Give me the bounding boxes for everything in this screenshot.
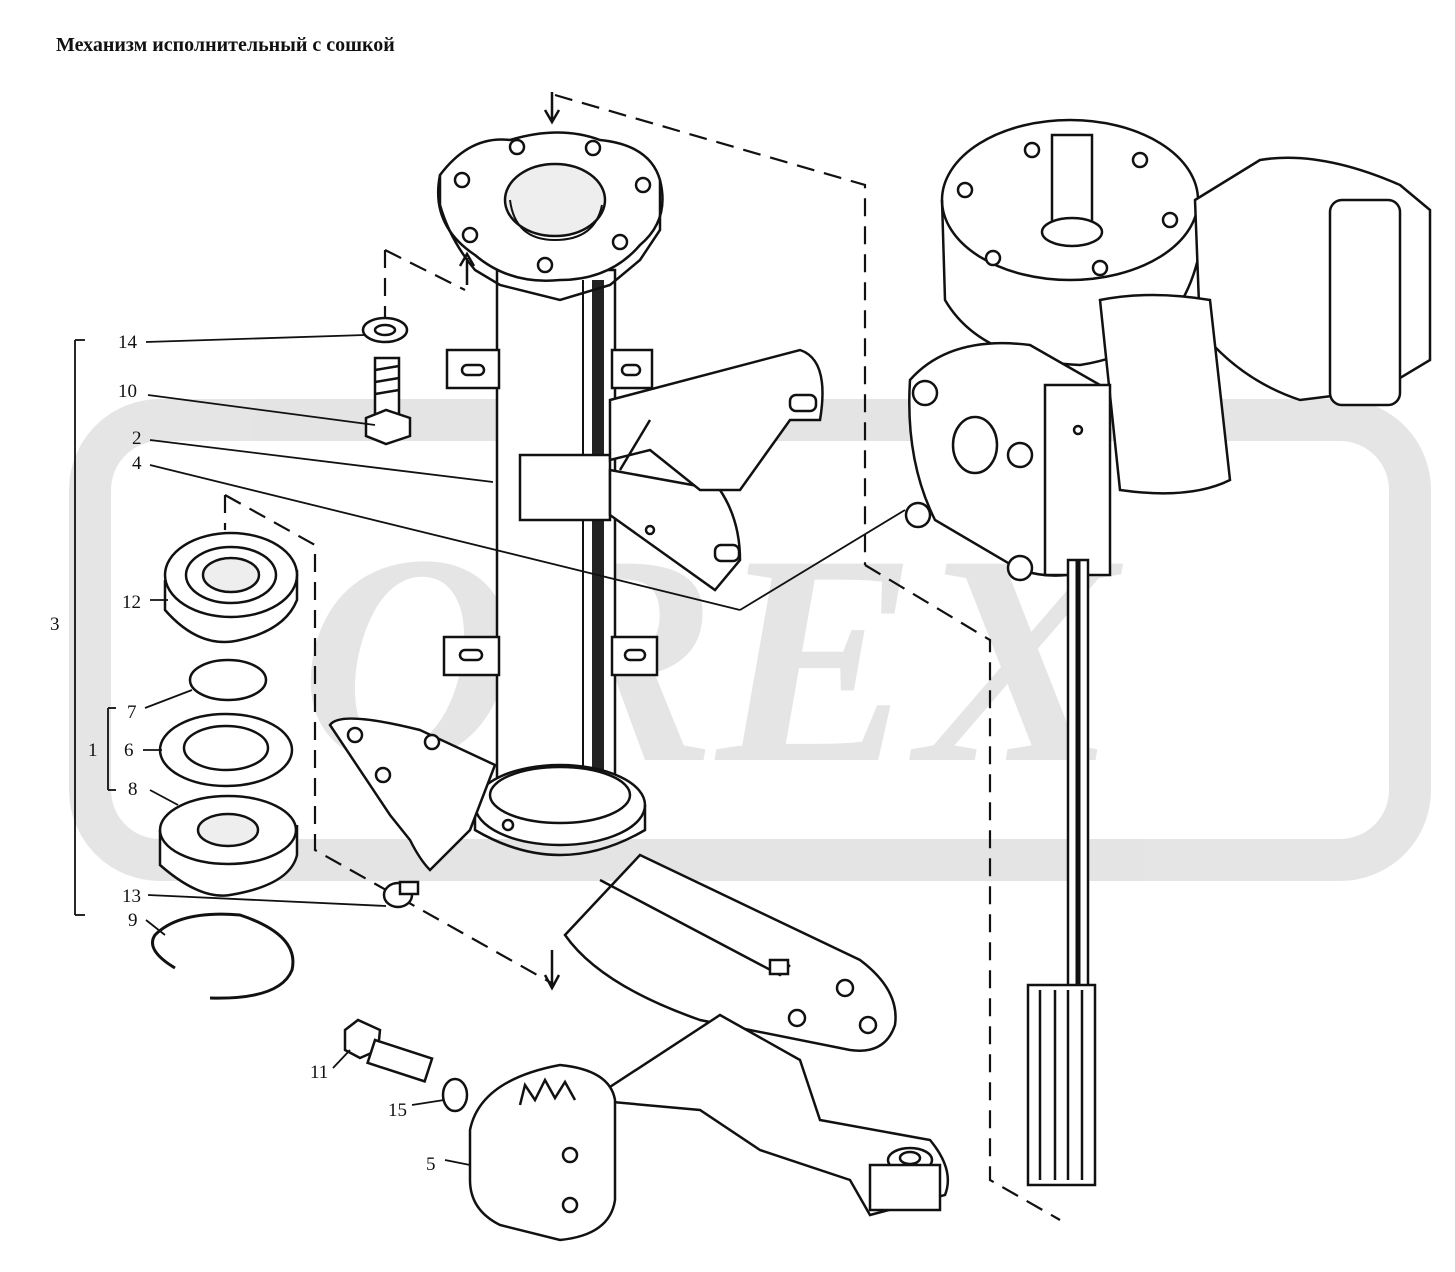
splined-shaft xyxy=(1026,558,1097,1187)
steering-arm xyxy=(468,1013,950,1242)
bolt-10 xyxy=(364,356,412,446)
diagram-title: Механизм исполнительный с сошкой xyxy=(56,34,395,56)
callout-labels: 14 10 2 4 12 3 7 1 6 8 13 9 11 15 5 xyxy=(50,332,436,1175)
lower-collar xyxy=(473,763,647,857)
callout-15: 15 xyxy=(388,1100,407,1121)
callout-11: 11 xyxy=(310,1062,328,1083)
callout-7: 7 xyxy=(127,702,137,723)
bolt-13 xyxy=(382,880,420,909)
callout-4: 4 xyxy=(132,453,142,474)
callout-12: 12 xyxy=(122,592,141,613)
snap-ring-9 xyxy=(151,912,295,1000)
callout-8: 8 xyxy=(128,779,138,800)
callout-9: 9 xyxy=(128,910,138,931)
callout-14: 14 xyxy=(118,332,138,353)
callout-3: 3 xyxy=(50,614,60,635)
leader-lines xyxy=(74,334,906,1166)
tube-brackets xyxy=(442,348,659,677)
seal-6 xyxy=(158,712,294,788)
callout-10: 10 xyxy=(118,381,137,402)
callout-2: 2 xyxy=(132,428,142,449)
assembly-dashed-lines xyxy=(223,93,1061,1221)
cap-8 xyxy=(158,794,299,897)
callout-1: 1 xyxy=(88,740,98,761)
callout-5: 5 xyxy=(426,1154,436,1175)
lever-plate xyxy=(563,853,897,1052)
support-bracket xyxy=(518,348,824,592)
column-tube xyxy=(495,268,617,792)
steering-gear-housing xyxy=(904,118,1432,582)
bearing-12 xyxy=(163,531,299,644)
top-flange xyxy=(436,131,664,302)
washer-14 xyxy=(361,316,409,344)
callout-6: 6 xyxy=(124,740,134,761)
o-ring-7 xyxy=(188,658,268,702)
washer-15 xyxy=(441,1077,469,1113)
arrow-markers xyxy=(458,92,561,991)
callout-13: 13 xyxy=(122,886,141,907)
lower-flange-plate xyxy=(328,717,497,872)
bolt-11 xyxy=(343,1018,434,1083)
